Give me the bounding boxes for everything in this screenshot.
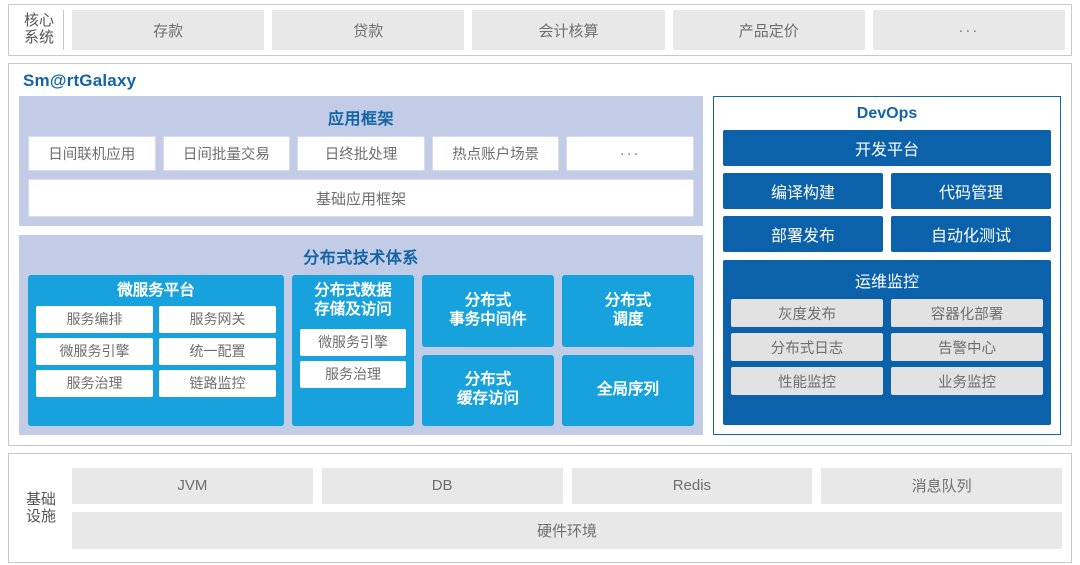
card-scheduling-line1: 分布式 <box>604 291 652 309</box>
card-distributed-scheduling[interactable]: 分布式 调度 <box>562 275 694 347</box>
core-systems-items: 存款 贷款 会计核算 产品定价 ··· <box>72 10 1066 50</box>
core-system-item-accounting[interactable]: 会计核算 <box>472 10 665 50</box>
core-system-item-deposit[interactable]: 存款 <box>72 10 265 50</box>
card-distributed-cache-access[interactable]: 分布式 缓存访问 <box>422 354 554 426</box>
infrastructure-items-row: JVM DB Redis 消息队列 <box>72 467 1062 504</box>
ops-chip-performance-monitoring[interactable]: 性能监控 <box>731 367 883 395</box>
micro-chip-service-governance[interactable]: 服务治理 <box>36 369 153 397</box>
card-transaction-line2: 事务中间件 <box>449 310 527 328</box>
distributed-storage-title-line2: 存储及访问 <box>314 300 392 318</box>
ops-chip-distributed-logging[interactable]: 分布式日志 <box>731 333 883 361</box>
card-cache-line1: 分布式 <box>464 371 512 389</box>
microservice-platform-title: 微服务平台 <box>117 282 195 299</box>
devops-dev-platform-bar[interactable]: 开发平台 <box>723 130 1051 166</box>
ops-chip-gray-release[interactable]: 灰度发布 <box>731 299 883 327</box>
platform-left-column: 应用框架 日间联机应用 日间批量交易 日终批处理 热点账户场景 ··· 基础应用… <box>19 96 703 435</box>
micro-chip-unified-config[interactable]: 统一配置 <box>159 337 276 365</box>
infrastructure-label-line2: 设施 <box>25 508 56 525</box>
app-chip-daytime-batch[interactable]: 日间批量交易 <box>162 136 291 171</box>
ops-monitoring-row: 分布式日志 告警中心 <box>731 333 1043 361</box>
card-transaction-line1: 分布式 <box>464 291 512 309</box>
distributed-cards-row: 分布式 事务中间件 分布式 调度 <box>422 275 694 347</box>
infra-chip-jvm[interactable]: JVM <box>72 467 313 504</box>
storage-chip-microservice-engine[interactable]: 微服务引擎 <box>300 328 406 356</box>
infra-chip-message-queue[interactable]: 消息队列 <box>821 467 1062 504</box>
storage-chip-service-governance[interactable]: 服务治理 <box>300 360 406 388</box>
devops-title: DevOps <box>856 105 918 122</box>
infra-chip-redis[interactable]: Redis <box>571 467 813 504</box>
distributed-storage-card[interactable]: 分布式数据 存储及访问 微服务引擎 服务治理 <box>292 275 414 426</box>
platform-panel: Sm@rtGalaxy 应用框架 日间联机应用 日间批量交易 日终批处理 热点账… <box>8 63 1072 446</box>
microservice-chip-grid: 服务编排 服务网关 微服务引擎 统一配置 服务治理 链路监控 <box>36 305 276 397</box>
devops-bar-code-management[interactable]: 代码管理 <box>891 173 1051 209</box>
app-chip-eod-batch[interactable]: 日终批处理 <box>297 136 425 171</box>
distributed-storage-title: 分布式数据 存储及访问 <box>300 275 406 325</box>
card-global-sequence-label: 全局序列 <box>596 380 659 398</box>
application-framework-title: 应用框架 <box>327 111 394 128</box>
core-systems-panel: 核心 系统 存款 贷款 会计核算 产品定价 ··· <box>8 4 1072 56</box>
base-application-framework-bar[interactable]: 基础应用框架 <box>28 179 694 217</box>
devops-column: DevOps 开发平台 编译构建 代码管理 部署发布 自动化测试 运维监控 <box>713 96 1061 435</box>
ops-chip-business-monitoring[interactable]: 业务监控 <box>891 367 1043 395</box>
distributed-storage-chip-grid: 微服务引擎 服务治理 <box>300 328 406 388</box>
core-system-item-pricing[interactable]: 产品定价 <box>672 10 865 50</box>
ops-monitoring-row: 性能监控 业务监控 <box>731 367 1043 395</box>
microservice-chip-row: 微服务引擎 统一配置 <box>36 337 276 365</box>
card-cache-line2: 缓存访问 <box>456 390 519 408</box>
ops-monitoring-grid: 灰度发布 容器化部署 分布式日志 告警中心 性能监控 业务监控 <box>731 299 1043 395</box>
distributed-tech-title: 分布式技术体系 <box>303 250 419 267</box>
core-systems-label-line2: 系统 <box>23 29 54 46</box>
devops-bar-deploy-release[interactable]: 部署发布 <box>723 216 883 252</box>
micro-chip-service-gateway[interactable]: 服务网关 <box>159 305 276 333</box>
micro-chip-service-orchestration[interactable]: 服务编排 <box>36 305 153 333</box>
infrastructure-label-line1: 基础 <box>25 490 56 508</box>
core-systems-label-line1: 核心 <box>23 12 54 30</box>
ops-monitoring-box: 运维监控 灰度发布 容器化部署 分布式日志 告警中心 性能监控 <box>723 260 1051 425</box>
infrastructure-panel: 基础 设施 JVM DB Redis 消息队列 硬件环境 <box>8 453 1072 563</box>
devops-pair-row: 部署发布 自动化测试 <box>723 216 1051 252</box>
platform-body: 应用框架 日间联机应用 日间批量交易 日终批处理 热点账户场景 ··· 基础应用… <box>19 96 1061 435</box>
application-framework-chip-row: 日间联机应用 日间批量交易 日终批处理 热点账户场景 ··· <box>28 136 694 171</box>
card-distributed-transaction-middleware[interactable]: 分布式 事务中间件 <box>422 275 554 347</box>
ops-chip-alert-center[interactable]: 告警中心 <box>891 333 1043 361</box>
core-systems-label: 核心 系统 <box>15 10 64 50</box>
infrastructure-label: 基础 设施 <box>18 491 64 526</box>
devops-bar-automated-testing[interactable]: 自动化测试 <box>891 216 1051 252</box>
infrastructure-stack: JVM DB Redis 消息队列 硬件环境 <box>72 467 1062 549</box>
card-global-sequence[interactable]: 全局序列 <box>562 354 694 426</box>
devops-bar-compile-build[interactable]: 编译构建 <box>723 173 883 209</box>
devops-pair-row: 编译构建 代码管理 <box>723 173 1051 209</box>
app-chip-daytime-online[interactable]: 日间联机应用 <box>28 136 156 171</box>
distributed-tech-group: 分布式技术体系 微服务平台 服务编排 服务网关 微服务引擎 <box>19 235 703 435</box>
infra-chip-db[interactable]: DB <box>321 467 563 504</box>
devops-panel: DevOps 开发平台 编译构建 代码管理 部署发布 自动化测试 运维监控 <box>713 96 1061 435</box>
app-chip-hot-account[interactable]: 热点账户场景 <box>431 136 560 171</box>
core-system-item-loan[interactable]: 贷款 <box>272 10 465 50</box>
distributed-tech-columns: 微服务平台 服务编排 服务网关 微服务引擎 统一配置 <box>28 275 694 426</box>
distributed-cards-stack: 分布式 事务中间件 分布式 调度 <box>422 275 694 426</box>
infra-hardware-environment-bar[interactable]: 硬件环境 <box>72 511 1062 549</box>
core-system-item-more[interactable]: ··· <box>872 10 1066 50</box>
card-scheduling-line2: 调度 <box>612 310 644 328</box>
microservice-chip-row: 服务编排 服务网关 <box>36 305 276 333</box>
ops-monitoring-title: 运维监控 <box>854 274 919 291</box>
app-chip-more[interactable]: ··· <box>566 136 694 171</box>
platform-brand-title: Sm@rtGalaxy <box>23 71 137 90</box>
distributed-cards-row: 分布式 缓存访问 全局序列 <box>422 354 694 426</box>
application-framework-group: 应用框架 日间联机应用 日间批量交易 日终批处理 热点账户场景 ··· 基础应用… <box>19 96 703 226</box>
ops-chip-containerized-deployment[interactable]: 容器化部署 <box>891 299 1043 327</box>
ops-monitoring-row: 灰度发布 容器化部署 <box>731 299 1043 327</box>
micro-chip-link-monitoring[interactable]: 链路监控 <box>159 369 276 397</box>
distributed-storage-title-line1: 分布式数据 <box>314 282 392 299</box>
microservice-platform-card[interactable]: 微服务平台 服务编排 服务网关 微服务引擎 统一配置 <box>28 275 284 426</box>
microservice-chip-row: 服务治理 链路监控 <box>36 369 276 397</box>
micro-chip-microservice-engine[interactable]: 微服务引擎 <box>36 337 153 365</box>
